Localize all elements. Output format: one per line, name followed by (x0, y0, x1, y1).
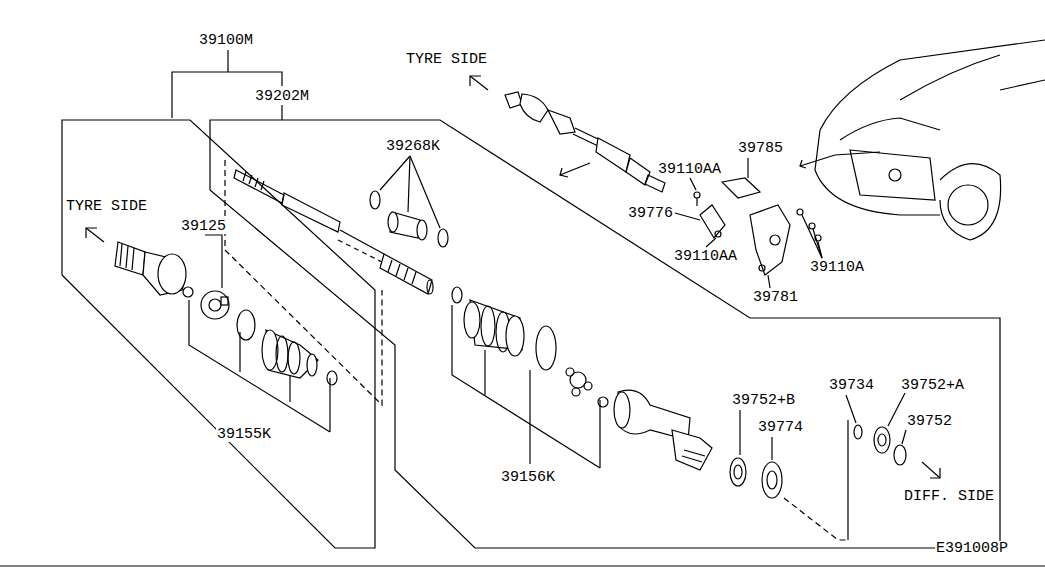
callout-number: 39734 (828, 378, 875, 393)
callout-number: 39110AA (657, 162, 722, 177)
callout-number: 39155K (216, 427, 272, 442)
direction-note: TYRE SIDE (405, 52, 488, 67)
direction-note: DIFF. SIDE (903, 489, 995, 504)
callout-number: 39100M (198, 33, 254, 48)
callout-number: 39774 (757, 420, 804, 435)
callout-number: 39785 (737, 141, 784, 156)
callout-number: 39776 (627, 206, 674, 221)
callout-number: 39752+B (731, 393, 796, 408)
callout-number: 39781 (752, 290, 799, 305)
callout-number: 39156K (500, 470, 556, 485)
callout-number: 39125 (180, 219, 227, 234)
callout-number: 39110A (809, 260, 865, 275)
callout-number: 39752 (906, 414, 953, 429)
callout-number: 39202M (254, 89, 310, 104)
callout-number: E391008P (935, 541, 1009, 556)
callout-number: 39268K (385, 139, 441, 154)
callout-number: 39110AA (673, 249, 738, 264)
callout-number: 39752+A (900, 378, 965, 393)
direction-note: TYRE SIDE (65, 199, 148, 214)
